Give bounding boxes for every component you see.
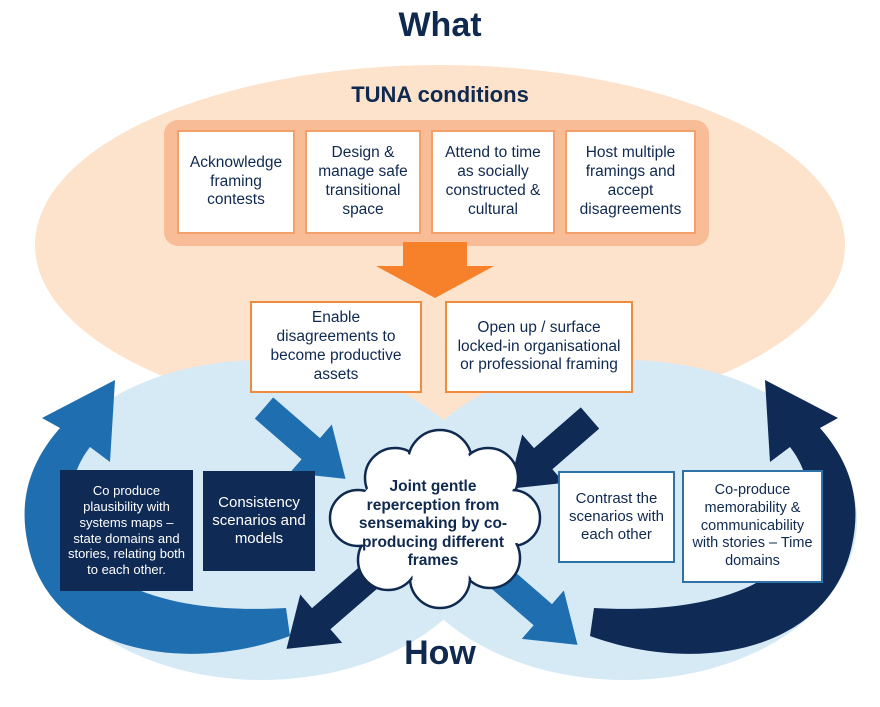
upper-left-diagonal-arrow	[254, 397, 346, 479]
outcome-surface-locked-in-framing: Open up / surface locked-in organisation…	[445, 301, 633, 393]
condition-safe-transitional-space: Design & manage safe transitional space	[305, 130, 421, 234]
tuna-conditions-title: TUNA conditions	[351, 82, 529, 107]
center-cloud-fill	[332, 432, 538, 606]
outcome-productive-disagreements: Enable disagreements to become productiv…	[250, 301, 422, 393]
practice-systems-maps: Co produce plausibility with systems map…	[60, 470, 193, 591]
upper-right-diagonal-arrow	[508, 407, 600, 489]
condition-host-multiple-framings: Host multiple framings and accept disagr…	[565, 130, 696, 234]
practice-consistency-scenarios: Consistency scenarios and models	[203, 471, 315, 571]
practice-stories-time-domains: Co-produce memorability & communicabilit…	[682, 470, 823, 583]
lower-left-diagonal-arrow	[286, 567, 378, 649]
what-heading: What	[398, 6, 482, 44]
lower-right-diagonal-arrow	[486, 563, 578, 645]
center-cloud-text: Joint gentle reperception from sensemaki…	[358, 478, 508, 570]
how-heading: How	[404, 634, 476, 672]
condition-attend-to-time: Attend to time as socially constructed &…	[431, 130, 555, 234]
right-cycle-arrow	[590, 380, 856, 654]
practice-contrast-scenarios: Contrast the scenarios with each other	[558, 471, 675, 563]
orange-down-arrow	[376, 242, 494, 298]
condition-acknowledge-framing: Acknowledge framing contests	[177, 130, 295, 234]
